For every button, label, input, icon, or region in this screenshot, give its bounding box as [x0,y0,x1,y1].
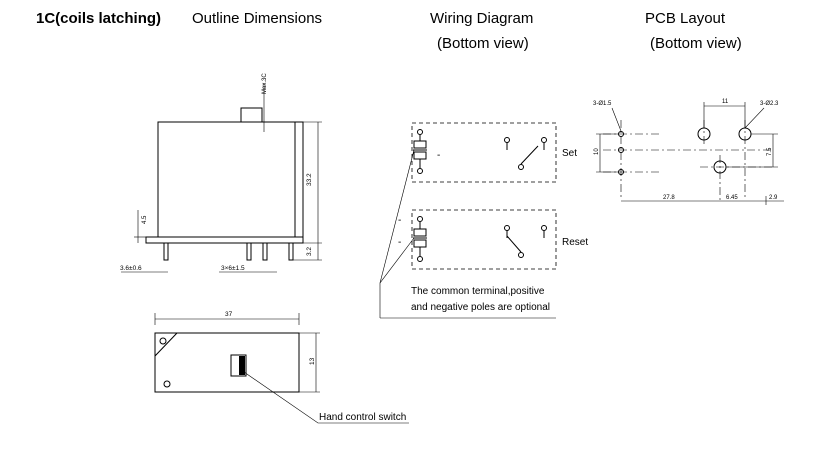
reset-coil [413,216,427,262]
reset-wiring-box [411,209,557,270]
pitch-top-dim: 11 [722,99,729,105]
gap-bottom-dim: 6.45 [726,195,738,201]
contact-holes [697,127,752,174]
set-coil [413,129,427,174]
width-dim: 13 [309,357,316,365]
relay-type-heading: 1C(coils latching) [36,10,162,27]
edge-bottom-dim: 2.9 [769,195,778,201]
pcb-layout-heading: PCB Layout [645,10,726,27]
set-label: Set [562,148,577,159]
length-dim: 37 [225,311,233,318]
small-hole-dim: 3-Ø1.5 [593,101,612,107]
relay-side-view: Max.3C 33.2 3.2 4.5 [120,73,322,273]
reset-contact [504,225,547,258]
note-line-1: The common terminal,positive [411,286,545,297]
note-line-2: and negative poles are optional [411,302,550,313]
set-contact [504,137,547,170]
pcb-bottom-view-label: (Bottom view) [650,35,742,52]
reset-minus-lower: - [398,237,401,248]
span-bottom-dim: 27.8 [663,195,675,201]
outline-dimensions-heading: Outline Dimensions [192,10,323,27]
coil-holes [618,131,624,175]
left-offset-dim: 4.5 [142,215,148,224]
relay-body [157,121,304,238]
set-minus-sign: - [437,150,440,161]
hand-switch-label: Hand control switch [319,412,406,423]
set-wiring-box [411,122,557,183]
pin-length-dim: 3.2 [306,247,313,256]
wiring-bottom-view-label: (Bottom view) [437,35,529,52]
large-hole-dim: 3-Ø2.3 [760,101,779,107]
top-tab-dim: Max.3C [262,73,268,94]
relay-top-body [154,332,300,393]
height-dim: 33.2 [306,173,313,186]
relay-base [145,236,304,244]
reset-minus-upper: - [398,215,401,226]
wiring-diagram: - Set - - [379,122,588,319]
wiring-diagram-heading: Wiring Diagram [430,10,534,27]
pcb-layout: 3-Ø1.5 3-Ø2.3 11 10 7.5 27.8 6.45 2 [593,99,784,205]
top-tab [240,107,263,123]
pitch-left-dim: 10 [594,148,600,155]
relay-top-view: 37 13 Hand control switch [154,311,409,424]
corner-mark-bottom [163,380,171,388]
hand-control-switch [230,354,247,377]
corner-mark-top [159,337,167,345]
pin-left-dim: 3.6±0.6 [120,265,142,272]
note-leaders [379,149,556,319]
hand-control-switch-knob [239,356,245,375]
relay-pins [163,242,294,261]
pin-right-dim: 3×6±1.5 [221,265,245,272]
reset-label: Reset [562,237,588,248]
pitch-right-dim: 7.5 [767,147,773,156]
